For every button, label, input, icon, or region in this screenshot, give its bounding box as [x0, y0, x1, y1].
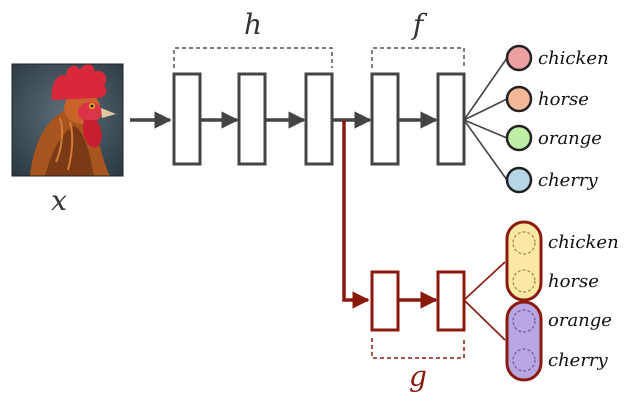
aux-node-cherry — [512, 348, 536, 372]
aux-head-block-1 — [370, 270, 400, 332]
main-class-label: orange — [538, 128, 602, 149]
aux-class-label: horse — [548, 271, 599, 292]
aux-output-lines — [463, 261, 506, 341]
aux-node-horse — [512, 269, 536, 293]
main-head-label: f — [411, 8, 428, 41]
main-class-label: chicken — [538, 48, 609, 69]
main-output-lines — [463, 57, 508, 181]
main-node-chicken — [505, 44, 533, 72]
main-head-block-1 — [370, 72, 400, 166]
aux-branch-arrow — [342, 120, 370, 309]
trunk-block-2 — [237, 72, 267, 166]
main-node-cherry — [505, 166, 533, 194]
aux-class-label: cherry — [548, 350, 609, 371]
aux-node-orange — [512, 309, 536, 333]
aux-class-label: orange — [548, 310, 612, 331]
trunk-label: h — [244, 8, 262, 41]
trunk-block-1 — [172, 72, 202, 166]
trunk-block-3 — [304, 72, 334, 166]
main-class-label: cherry — [538, 170, 599, 191]
rooster-image — [11, 63, 124, 177]
trunk-bracket — [173, 47, 333, 68]
main-node-horse — [505, 85, 533, 113]
aux-head-block-2 — [436, 270, 466, 332]
aux-group-pill-purple — [505, 300, 543, 382]
main-head-bracket — [371, 47, 465, 68]
aux-head-bracket — [371, 338, 465, 359]
aux-class-label: chicken — [548, 232, 619, 253]
input-label: x — [51, 184, 67, 217]
main-node-orange — [505, 124, 533, 152]
aux-group-pill-yellow — [505, 220, 543, 302]
aux-head-label: g — [409, 360, 427, 393]
main-head-block-2 — [436, 72, 466, 166]
main-class-label: horse — [538, 89, 589, 110]
aux-node-chicken — [512, 231, 536, 255]
